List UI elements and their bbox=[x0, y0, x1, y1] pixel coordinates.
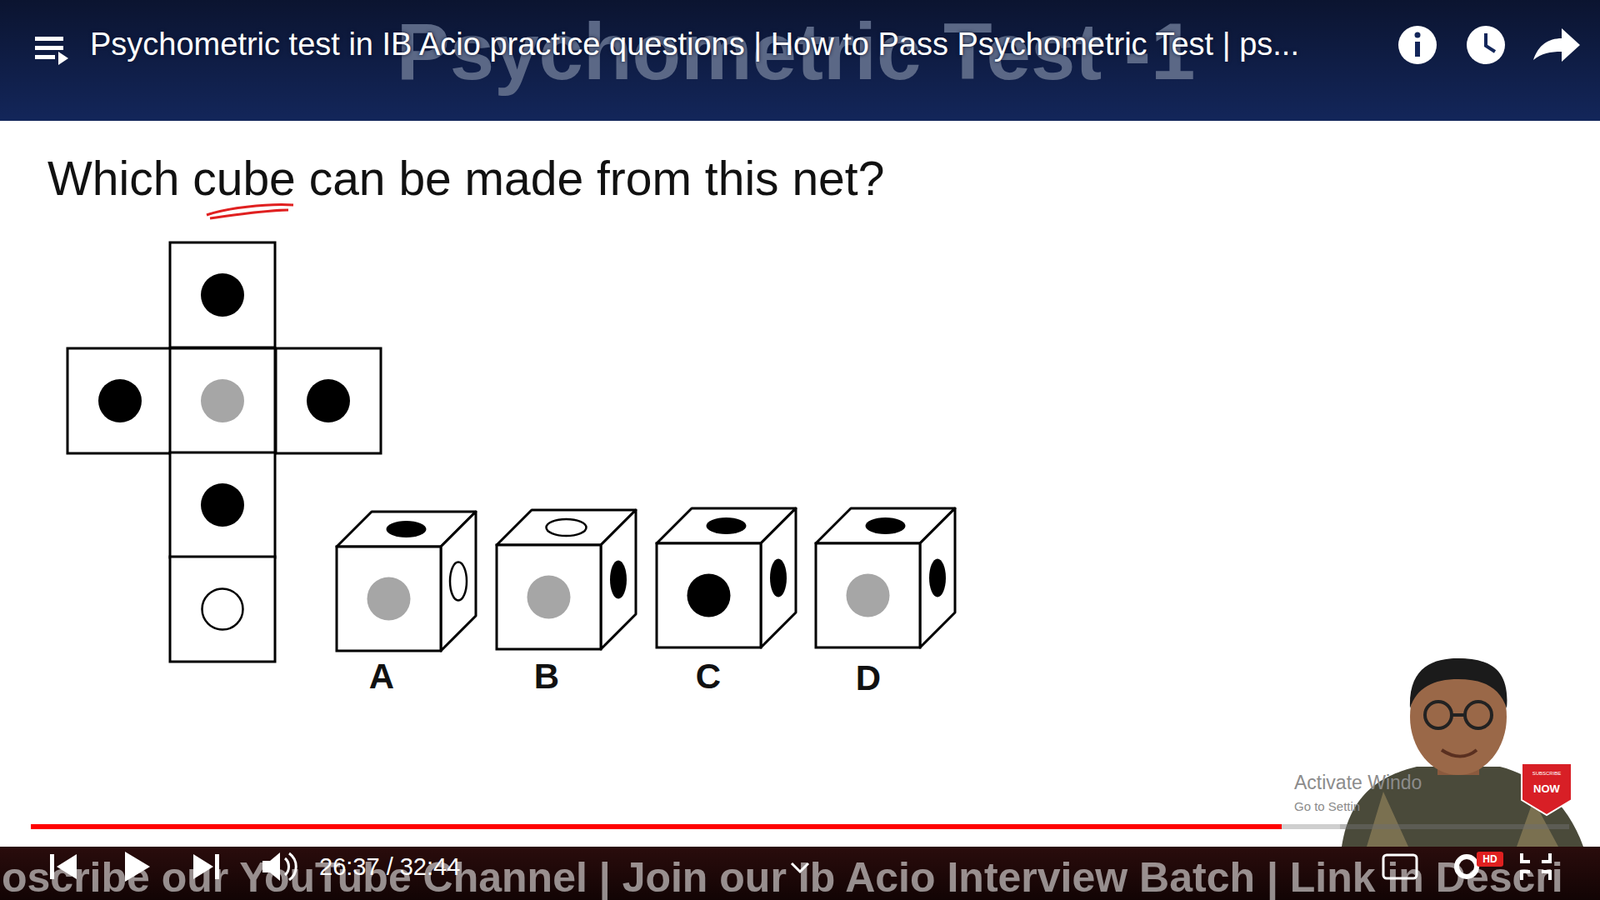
top-bar bbox=[0, 0, 1600, 121]
net-face bbox=[170, 242, 275, 348]
progress-track bbox=[30, 824, 1570, 830]
cube-right-face bbox=[440, 511, 476, 651]
cube-right-face bbox=[600, 510, 636, 650]
black-dot bbox=[610, 560, 627, 600]
white-dot bbox=[202, 589, 244, 630]
net-face bbox=[67, 348, 173, 454]
grey-dot bbox=[200, 379, 245, 423]
black-dot bbox=[687, 574, 731, 618]
bottom-bar bbox=[0, 846, 1600, 900]
cube-options bbox=[336, 508, 955, 651]
clock-icon bbox=[1466, 25, 1505, 65]
white-dot bbox=[450, 562, 467, 601]
grey-dot bbox=[367, 577, 411, 621]
share-icon bbox=[1533, 28, 1580, 62]
net-face bbox=[170, 348, 275, 454]
cube-right-face bbox=[920, 508, 955, 648]
ticker-text: oscribe our YouTube Channel | Join our I… bbox=[1, 856, 1564, 899]
grey-dot bbox=[846, 574, 890, 618]
info-icon bbox=[1398, 25, 1437, 65]
net-face bbox=[170, 556, 275, 662]
progress-played bbox=[30, 824, 1282, 830]
hd-label: HD bbox=[1482, 854, 1497, 865]
question-text: Which cube can be made from this net? bbox=[47, 155, 885, 203]
grey-dot bbox=[527, 575, 571, 620]
black-dot bbox=[306, 379, 350, 423]
subscribe-text: SUBSCRIBE bbox=[1532, 770, 1562, 776]
black-dot bbox=[770, 559, 787, 598]
black-dot bbox=[929, 559, 946, 598]
menu-icon bbox=[35, 36, 69, 65]
cube-front-face bbox=[815, 543, 920, 648]
white-dot bbox=[546, 519, 587, 536]
black-dot bbox=[200, 483, 245, 527]
video-title: Psychometric test in IB Acio practice qu… bbox=[90, 28, 1300, 60]
option-letter: B bbox=[534, 659, 560, 695]
black-dot bbox=[98, 379, 142, 423]
cube-net bbox=[67, 242, 381, 662]
black-dot bbox=[386, 520, 427, 538]
cube-front-face bbox=[656, 543, 761, 648]
black-dot bbox=[200, 273, 245, 317]
net-face bbox=[275, 348, 381, 454]
progress-buffer bbox=[1281, 824, 1340, 830]
subscribe-text: NOW bbox=[1533, 783, 1560, 795]
cube-front-face bbox=[336, 546, 441, 651]
underline-scribble bbox=[206, 205, 294, 219]
black-dot bbox=[706, 517, 747, 535]
black-dot bbox=[865, 517, 906, 535]
cube-front-face bbox=[496, 545, 601, 650]
option-letter: C bbox=[695, 659, 721, 695]
option-letter: D bbox=[855, 660, 881, 696]
option-letter: A bbox=[369, 659, 395, 695]
watermark: Go to Settin bbox=[1294, 800, 1360, 813]
net-face bbox=[170, 452, 275, 558]
watermark: Activate Windo bbox=[1294, 773, 1422, 793]
cube-right-face bbox=[760, 508, 796, 648]
subscribe-button bbox=[1521, 763, 1572, 815]
presenter bbox=[1341, 658, 1584, 847]
